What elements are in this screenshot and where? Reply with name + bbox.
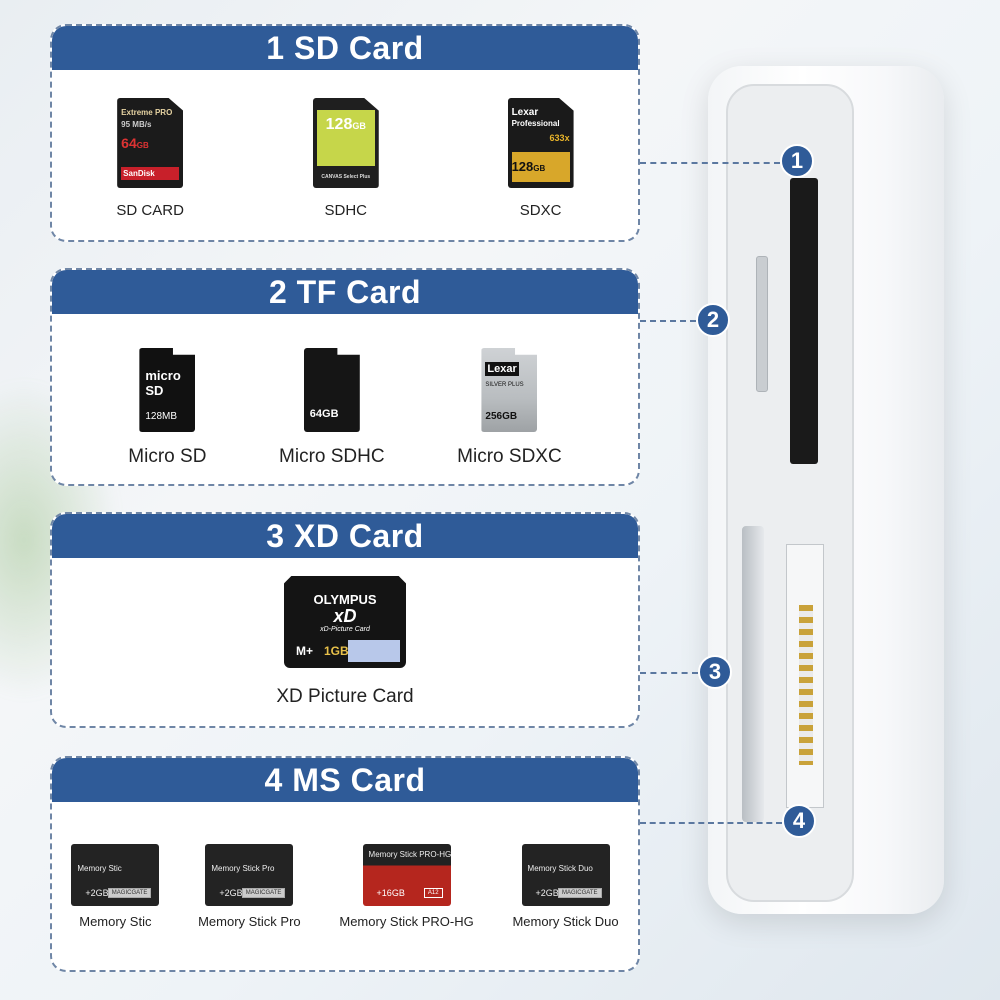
section-xd-card: 3 XD Card OLYMPUS xD xD-Picture Card M+ … <box>50 512 640 728</box>
card-item-micro-sdhc: 64GB Micro SDHC <box>279 348 385 468</box>
callout-line-2 <box>640 320 696 322</box>
card-item-micro-sd: micro SD 128MB Micro SD <box>128 348 206 468</box>
card-label: SD CARD <box>116 202 184 219</box>
callout-line-1 <box>640 162 780 164</box>
callout-badge-3: 3 <box>698 655 732 689</box>
section-sd-card: 1 SD Card Extreme PRO 95 MB/s 64GB SanDi… <box>50 24 640 242</box>
ms-duo-card-image: Memory Stick Duo +2GB MAGICGATE <box>521 844 610 906</box>
card-label: Micro SDXC <box>457 446 562 467</box>
xd-card-image: OLYMPUS xD xD-Picture Card M+ 1GB <box>284 576 406 668</box>
callout-badge-1: 1 <box>780 144 814 178</box>
card-reader-device <box>708 66 944 914</box>
callout-badge-2: 2 <box>696 303 730 337</box>
section-title: 1 SD Card <box>52 26 638 70</box>
section-title: 3 XD Card <box>52 514 638 558</box>
xd-label-area <box>348 640 400 662</box>
xd-slot <box>742 526 764 822</box>
card-item-ms-pro: Memory Stick Pro +2GB MAGICGATE Memory S… <box>198 844 301 929</box>
card-item-micro-sdxc: Lexar SILVER PLUS 256GB Micro SDXC <box>457 348 562 468</box>
sdhc-card-image: 128GB CANVAS Select Plus <box>312 98 379 188</box>
card-label: SDXC <box>519 202 562 219</box>
ms-slot <box>786 544 824 808</box>
micro-sdhc-card-image: 64GB <box>303 348 360 432</box>
ms-card-image: Memory Stic +2GB MAGICGATE <box>71 844 160 906</box>
section-title: 2 TF Card <box>52 270 638 314</box>
card-label: Memory Stick Duo <box>512 914 619 929</box>
card-label: SDHC <box>324 202 367 219</box>
card-item-ms-pro-hg: Memory Stick PRO-HG +16GB A12 Memory Sti… <box>339 844 474 929</box>
card-item-sdhc: 128GB CANVAS Select Plus SDHC <box>312 98 379 219</box>
section-ms-card: 4 MS Card Memory Stic +2GB MAGICGATE Mem… <box>50 756 640 972</box>
section-title: 4 MS Card <box>52 758 638 802</box>
card-label: Memory Stick PRO-HG <box>339 914 474 929</box>
micro-sd-card-image: micro SD 128MB <box>139 348 196 432</box>
micro-sdxc-card-image: Lexar SILVER PLUS 256GB <box>481 348 538 432</box>
callout-line-3 <box>640 672 698 674</box>
sd-card-image: Extreme PRO 95 MB/s 64GB SanDisk <box>117 98 184 188</box>
sdxc-card-image: Lexar Professional 633x 128GB <box>507 98 574 188</box>
ms-pro-card-image: Memory Stick Pro +2GB MAGICGATE <box>205 844 294 906</box>
card-item-sd: Extreme PRO 95 MB/s 64GB SanDisk SD CARD <box>116 98 184 219</box>
card-item-ms: Memory Stic +2GB MAGICGATE Memory Stic <box>71 844 160 929</box>
card-label: Micro SD <box>128 446 207 467</box>
callout-badge-4: 4 <box>782 804 816 838</box>
card-item-sdxc: Lexar Professional 633x 128GB SDXC <box>507 98 574 219</box>
card-label: Memory Stick Pro <box>198 914 301 929</box>
card-label: Memory Stic <box>79 914 152 929</box>
ms-pro-hg-card-image: Memory Stick PRO-HG +16GB A12 <box>362 844 451 906</box>
sd-slot <box>790 178 818 464</box>
section-tf-card: 2 TF Card micro SD 128MB Micro SD 64GB M… <box>50 268 640 486</box>
card-item-ms-duo: Memory Stick Duo +2GB MAGICGATE Memory S… <box>512 844 619 929</box>
card-label: XD Picture Card <box>276 686 414 707</box>
tf-slot <box>756 256 768 392</box>
card-item-xd: OLYMPUS xD xD-Picture Card M+ 1GB XD Pic… <box>276 576 414 708</box>
device-slot-face <box>726 84 854 902</box>
card-label: Micro SDHC <box>279 446 385 467</box>
callout-line-4 <box>640 822 782 824</box>
